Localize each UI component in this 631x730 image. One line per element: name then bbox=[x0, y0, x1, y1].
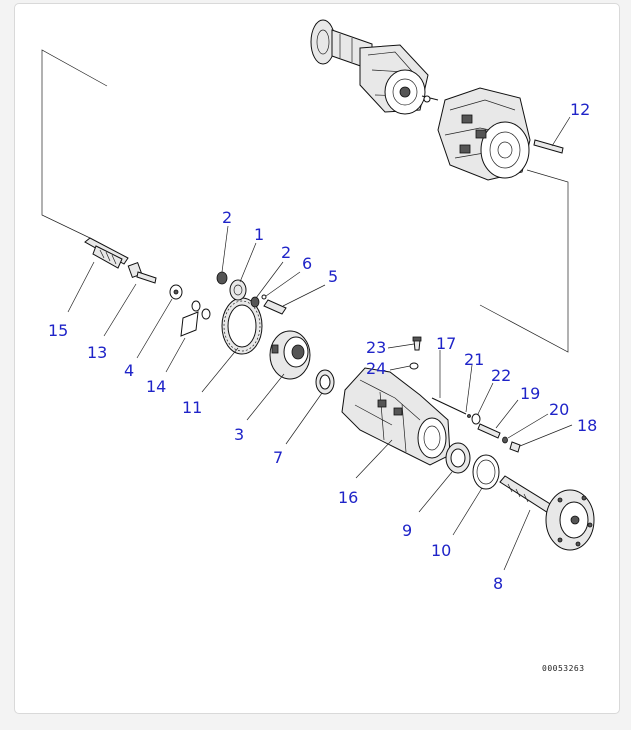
callout-6[interactable]: 6 bbox=[302, 254, 312, 273]
callout-1[interactable]: 1 bbox=[254, 225, 264, 244]
callout-18[interactable]: 18 bbox=[577, 416, 597, 435]
reference-lines bbox=[41, 49, 569, 353]
callout-2-upper[interactable]: 2 bbox=[222, 208, 232, 227]
ring-gear-11 bbox=[221, 297, 263, 355]
callout-9[interactable]: 9 bbox=[402, 521, 412, 540]
callout-8[interactable]: 8 bbox=[493, 574, 503, 593]
washer-4 bbox=[169, 284, 183, 300]
small-parts-17-24 bbox=[409, 336, 521, 453]
bolt-13 bbox=[127, 262, 157, 284]
callout-20[interactable]: 20 bbox=[549, 400, 569, 419]
callout-23[interactable]: 23 bbox=[366, 338, 386, 357]
callouts: 1 2 2 3 4 5 6 7 8 9 10 11 12 13 14 15 16… bbox=[48, 100, 597, 593]
bearing-7 bbox=[315, 369, 335, 395]
callout-10[interactable]: 10 bbox=[431, 541, 451, 560]
housing-16 bbox=[341, 367, 451, 466]
callout-15[interactable]: 15 bbox=[48, 321, 68, 340]
leader-lines bbox=[67, 116, 573, 571]
callout-16[interactable]: 16 bbox=[338, 488, 358, 507]
callout-19[interactable]: 19 bbox=[520, 384, 540, 403]
callout-22[interactable]: 22 bbox=[491, 366, 511, 385]
planet-carrier-3 bbox=[269, 330, 311, 380]
callout-12[interactable]: 12 bbox=[570, 100, 590, 119]
seal-10 bbox=[472, 454, 500, 490]
callout-21[interactable]: 21 bbox=[464, 350, 484, 369]
callout-3[interactable]: 3 bbox=[234, 425, 244, 444]
callout-7[interactable]: 7 bbox=[273, 448, 283, 467]
bearing-9 bbox=[445, 442, 471, 474]
callout-24[interactable]: 24 bbox=[366, 359, 386, 378]
axle-assembly-illustration bbox=[310, 19, 564, 181]
callout-13[interactable]: 13 bbox=[87, 343, 107, 362]
callout-17[interactable]: 17 bbox=[436, 334, 456, 353]
axle-shaft-8 bbox=[499, 475, 595, 551]
shim-14 bbox=[180, 300, 211, 337]
callout-2-lower[interactable]: 2 bbox=[281, 243, 291, 262]
callout-11[interactable]: 11 bbox=[182, 398, 202, 417]
callout-4[interactable]: 4 bbox=[124, 361, 134, 380]
callout-14[interactable]: 14 bbox=[146, 377, 166, 396]
drawing-code: 00053263 bbox=[542, 664, 585, 673]
bearing-1-2-6-5 bbox=[216, 271, 287, 315]
callout-5[interactable]: 5 bbox=[328, 267, 338, 286]
pinion-shaft-15 bbox=[84, 237, 129, 269]
